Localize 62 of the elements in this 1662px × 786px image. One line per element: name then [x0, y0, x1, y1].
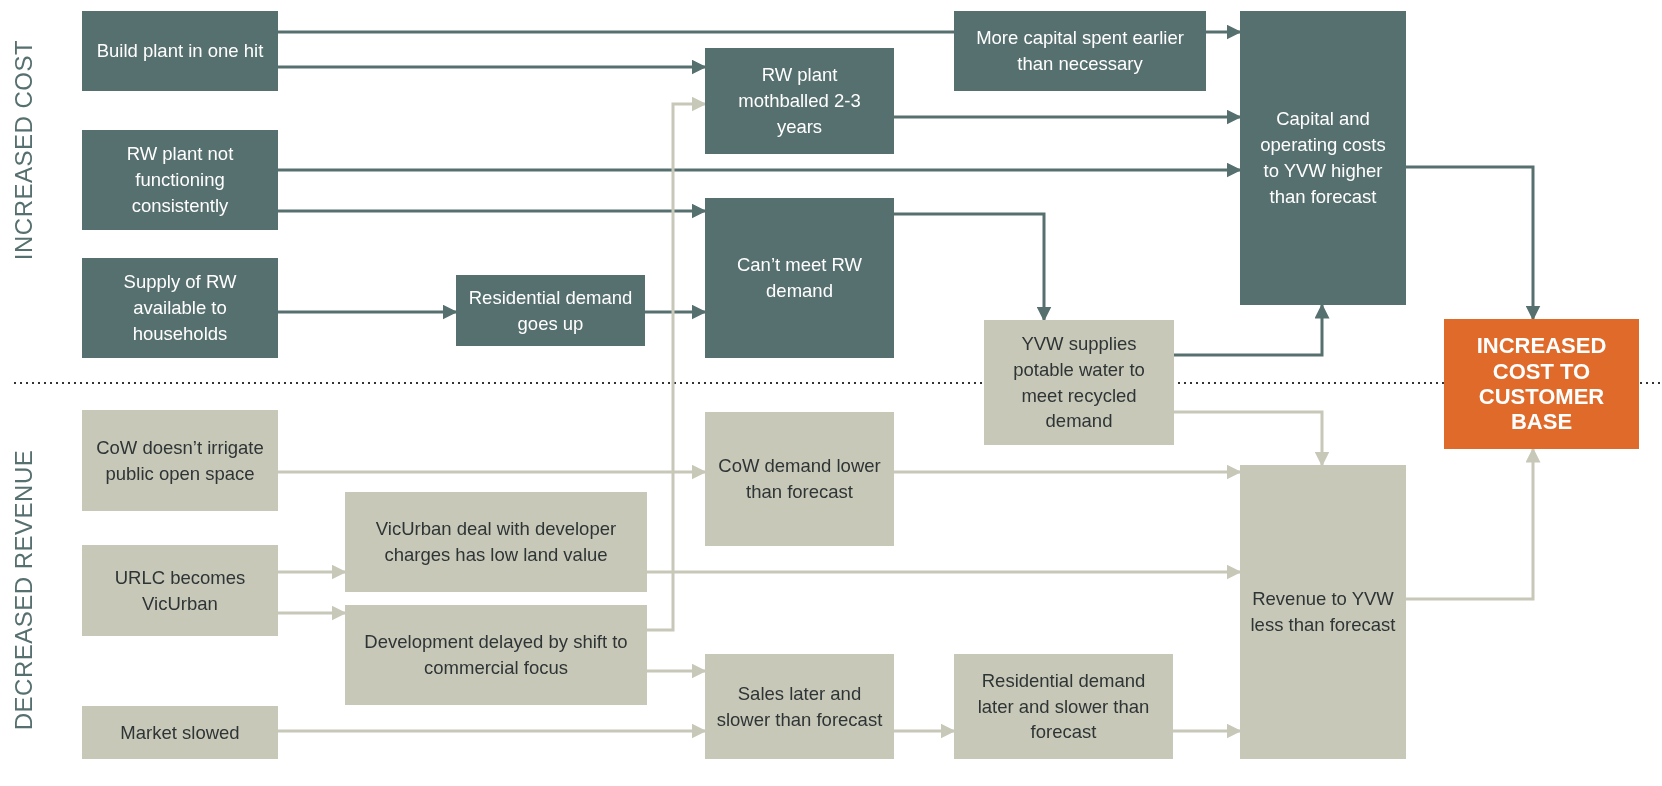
arrow: [278, 723, 707, 739]
arrow: [645, 304, 707, 320]
arrow: [278, 464, 707, 480]
arrow: [278, 203, 707, 219]
arrow: [1174, 303, 1330, 357]
result-box: [1444, 319, 1639, 449]
arrow: [1406, 165, 1541, 321]
cost-box: [1240, 11, 1406, 305]
node-text: Development delayed by shift to commercial focus: [363, 630, 629, 680]
arrow: [278, 304, 458, 320]
revenue-box: [82, 706, 278, 759]
node-text: Build plant in one hit: [96, 39, 264, 64]
revenue-box: [1240, 465, 1406, 759]
cost-box: [705, 198, 894, 358]
arrow: [278, 564, 347, 580]
arrow: [1206, 24, 1242, 40]
node-text: URLC becomes VicUrban: [113, 565, 247, 616]
revenue-box: [82, 545, 278, 636]
arrow: [278, 605, 347, 621]
arrow: [894, 212, 1052, 322]
arrow: [1173, 723, 1242, 739]
revenue-box: [345, 492, 647, 592]
node-text: INCREASED COST TO CUSTOMER BASE: [1475, 333, 1608, 435]
arrow: [647, 564, 1242, 580]
section-label: DECREASED REVENUE: [10, 449, 38, 731]
node-text: Residential demand later and slower than forecast: [976, 668, 1151, 745]
section-label: INCREASED COST: [10, 39, 38, 261]
revenue-box: [345, 605, 647, 705]
cost-box: [456, 275, 645, 346]
node-text: RW plant not functioning consistently: [125, 142, 235, 218]
node-text: Market slowed: [120, 720, 240, 745]
arrow: [894, 464, 1242, 480]
cost-box: [705, 48, 894, 154]
node-text: RW plant mothballed 2-3 years: [737, 63, 862, 139]
cost-box: [82, 130, 278, 230]
revenue-box: [82, 410, 278, 511]
cost-box: [954, 11, 1206, 91]
revenue-box: [705, 412, 894, 546]
arrow: [894, 109, 1242, 125]
arrow: [278, 59, 707, 75]
arrow: [647, 663, 707, 679]
node-text: VicUrban deal with developer charges has low land value: [374, 517, 618, 567]
revenue-box: [705, 654, 894, 759]
node-text: CoW doesn’t irrigate public open space: [95, 435, 265, 486]
node-text: Revenue to YVW less than forecast: [1250, 587, 1396, 637]
arrow: [1406, 447, 1541, 601]
revenue-box: [984, 320, 1174, 445]
node-text: Residential demand goes up: [467, 285, 634, 336]
node-text: Can’t meet RW demand: [735, 253, 864, 303]
node-text: More capital spent earlier than necessary: [975, 26, 1185, 76]
arrow: [894, 723, 956, 739]
revenue-box: [954, 654, 1173, 759]
node-text: CoW demand lower than forecast: [717, 454, 882, 504]
cost-box: [82, 11, 278, 91]
node-text: Supply of RW available to households: [122, 270, 238, 346]
arrow: [278, 162, 1242, 178]
arrow: [647, 96, 707, 632]
node-text: Capital and operating costs to YVW higher than forecast: [1259, 107, 1387, 209]
node-text: YVW supplies potable water to meet recycled demand: [1012, 331, 1146, 434]
cost-box: [82, 258, 278, 358]
node-text: Sales later and slower than forecast: [715, 681, 884, 732]
arrow: [1174, 410, 1330, 467]
